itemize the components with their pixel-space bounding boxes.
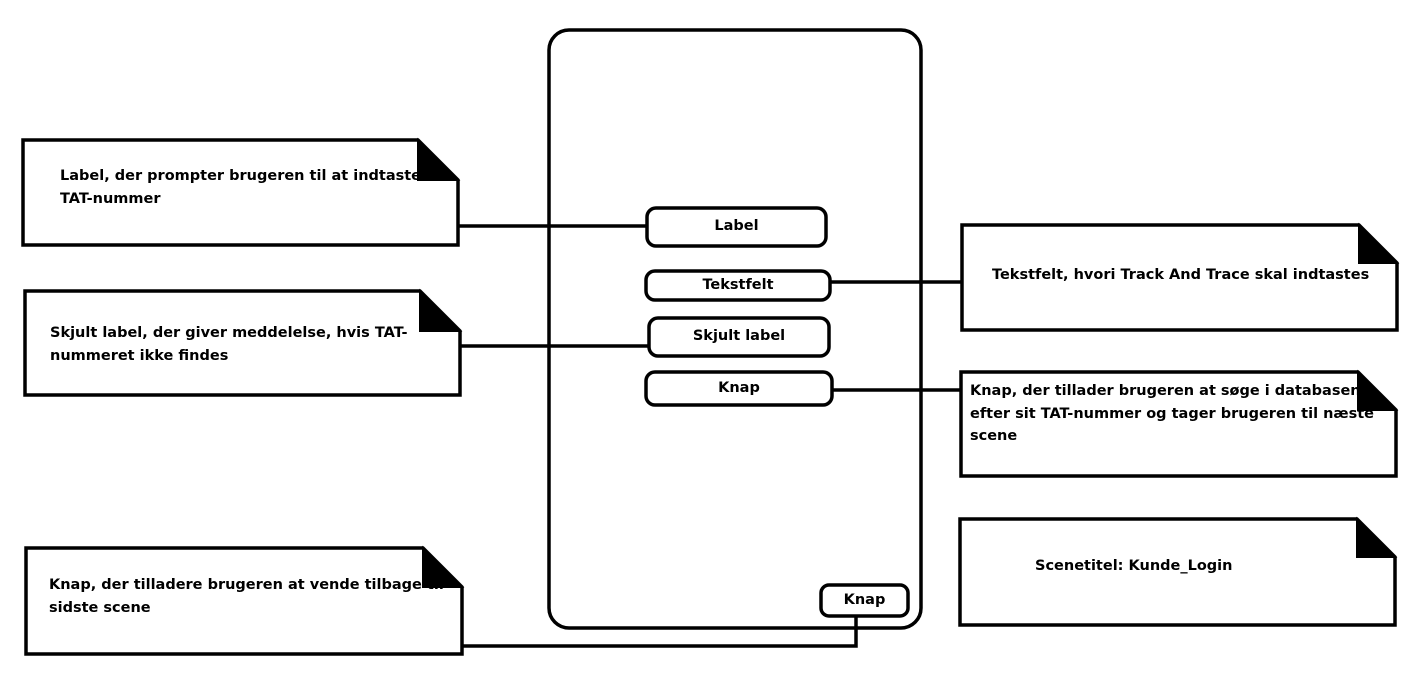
connector-back-button: [462, 617, 858, 648]
phone-element-shapes: [644, 206, 910, 618]
note-back-button-shape: [24, 546, 464, 656]
hidden-label-element: Skjult label: [692, 328, 786, 344]
note-scene-title-shape: [958, 517, 1397, 627]
phone-frame: [547, 28, 923, 630]
button-element-shape: [644, 370, 834, 407]
textfield-element-shape: [644, 269, 832, 302]
label-element: Label: [714, 218, 759, 234]
note-button-text: Knap, der tillader brugeren at søge i da…: [970, 383, 1374, 444]
note-fold-corners: [417, 137, 1400, 588]
note-shapes: [21, 138, 1399, 656]
hidden-label-element-shape: [647, 316, 831, 358]
note-textfield-text: Tekstfelt, hvori Track And Trace skal in…: [992, 267, 1370, 283]
note-scene-title-text: Scenetitel: Kunde_Login: [1035, 558, 1233, 574]
label-element-shape: [645, 206, 828, 248]
back-button-element-shape: [819, 583, 910, 618]
note-button-shape: [959, 370, 1398, 478]
textfield-element: Tekstfelt: [702, 277, 774, 293]
button-element: Knap: [718, 380, 760, 396]
note-hidden-label-shape: [23, 289, 462, 397]
note-back-button-text: Knap, der tilladere brugeren at vende ti…: [49, 577, 444, 616]
note-label-text: Label, der prompter brugeren til at indt…: [60, 168, 422, 207]
note-textfield-shape: [960, 223, 1399, 332]
back-button-element: Knap: [843, 592, 886, 608]
note-label-shape: [21, 138, 460, 247]
connector-lines: [459, 224, 962, 648]
note-hidden-label-text: Skjult label, der giver meddelelse, hvis…: [50, 325, 408, 364]
